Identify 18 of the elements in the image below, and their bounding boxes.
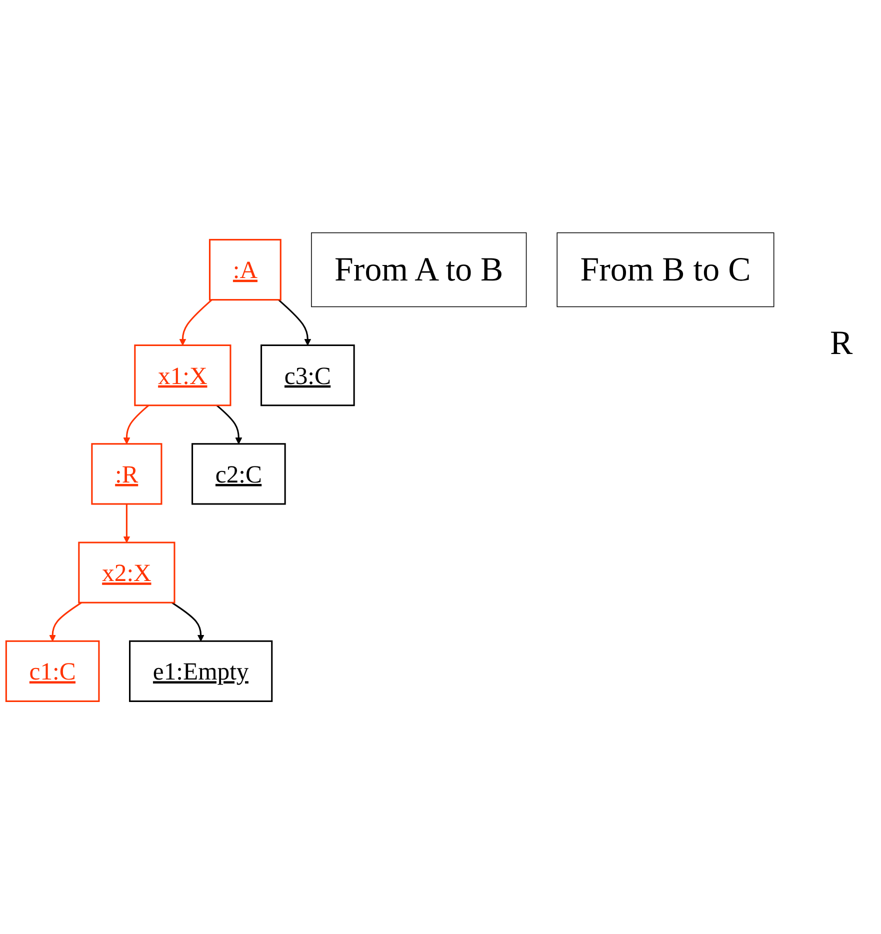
node-box: c3:C <box>260 344 355 406</box>
arrow <box>216 404 242 444</box>
arrow <box>278 299 312 346</box>
node-box: c1:C <box>5 640 100 702</box>
node-box: From B to C <box>556 232 774 308</box>
node-box: From A to B <box>311 232 527 308</box>
node-box: :R <box>91 443 162 505</box>
node-box: c2:C <box>192 443 286 505</box>
arrow <box>179 299 212 346</box>
arrow <box>123 504 130 543</box>
label-text: R <box>830 325 853 363</box>
node-box: e1:Empty <box>129 640 273 702</box>
arrow <box>171 602 204 642</box>
node-box: x1:X <box>134 344 232 406</box>
node-box: :A <box>208 238 282 301</box>
arrow <box>123 404 150 444</box>
arrow <box>49 602 82 642</box>
node-box: x2:X <box>78 542 176 604</box>
